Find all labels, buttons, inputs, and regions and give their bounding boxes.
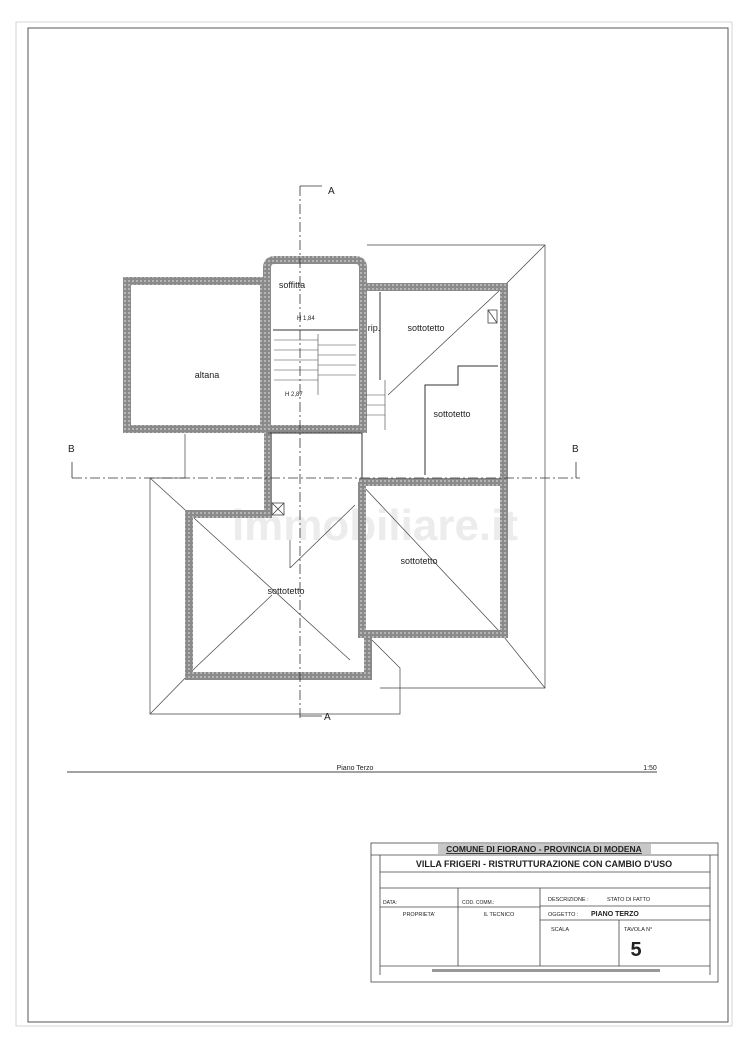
tecnico-label: IL TECNICO bbox=[484, 912, 515, 918]
descrizione-label: DESCRIZIONE : bbox=[548, 897, 589, 903]
title-block bbox=[370, 842, 719, 983]
room-label-sottotetto-top-right: sottotetto bbox=[407, 323, 444, 333]
section-lines bbox=[72, 186, 580, 718]
watermark: immobiliare.it bbox=[232, 501, 518, 550]
title-header: COMUNE DI FIORANO - PROVINCIA DI MODENA bbox=[446, 844, 642, 854]
walls bbox=[123, 256, 508, 680]
cod-comm-label: COD. COMM.: bbox=[462, 900, 495, 906]
room-label-sottotetto-mid-right: sottotetto bbox=[433, 409, 470, 419]
room-label-sottotetto-bottom-right: sottotetto bbox=[400, 556, 437, 566]
data-label: DATA: bbox=[383, 900, 397, 906]
tavola-label: TAVOLA N° bbox=[624, 927, 652, 933]
chimney-icon bbox=[271, 309, 498, 516]
title-header-bg bbox=[438, 844, 651, 854]
scala-label: SCALA bbox=[551, 927, 569, 933]
descrizione-value: STATO DI FATTO bbox=[607, 897, 651, 903]
sheet-frame bbox=[27, 27, 729, 1023]
room-label-sottotetto-bottom-left: sottotetto bbox=[267, 586, 304, 596]
proprieta-label: PROPRIETA' bbox=[403, 912, 435, 918]
oggetto-value: PIANO TERZO bbox=[591, 911, 639, 918]
oggetto-label: OGGETTO : bbox=[548, 912, 579, 918]
room-label-altana: altana bbox=[195, 370, 220, 380]
section-a-top: A bbox=[328, 186, 335, 197]
section-b-right: B bbox=[572, 444, 579, 455]
staircase bbox=[274, 334, 386, 430]
interior-lines bbox=[268, 292, 498, 478]
section-b-left: B bbox=[68, 444, 75, 455]
section-a-bottom: A bbox=[324, 712, 331, 723]
section-arrows bbox=[71, 185, 577, 717]
drawing-title: Piano Terzo bbox=[337, 765, 374, 772]
drawing-scale: 1:50 bbox=[643, 765, 657, 772]
room-label-soffitta: soffitta bbox=[279, 280, 305, 290]
sheet-outer-frame bbox=[15, 21, 733, 1027]
height-soffitta: H 1,84 bbox=[297, 316, 315, 322]
room-label-rip: rip. bbox=[368, 323, 381, 333]
tavola-number: 5 bbox=[630, 939, 641, 961]
roof-outlines bbox=[149, 244, 546, 715]
height-stair: H 2,87 bbox=[285, 392, 303, 398]
fine-print-notice bbox=[432, 969, 660, 972]
project-title: VILLA FRIGERI - RISTRUTTURAZIONE CON CAM… bbox=[416, 859, 672, 869]
